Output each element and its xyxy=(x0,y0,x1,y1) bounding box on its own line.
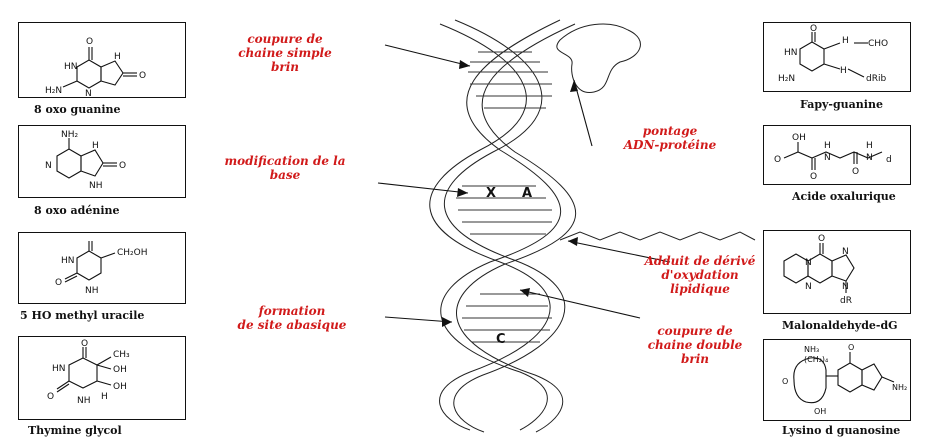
dna-strand-front xyxy=(430,24,550,430)
annotation-line: base xyxy=(190,168,380,182)
protein-blob xyxy=(557,24,641,93)
annotation-line: modification de la xyxy=(190,154,380,168)
arrow-modification-base xyxy=(378,183,468,193)
lipid-chain xyxy=(560,232,755,240)
annotation-line: ADN-protéine xyxy=(610,138,730,152)
annotation-site-abasique: formation de site abasique xyxy=(202,304,382,332)
annotation-line: brin xyxy=(620,352,770,366)
annotation-modification-base: modification de la base xyxy=(190,154,380,182)
annotation-line: coupure de xyxy=(620,324,770,338)
base-pair-rungs xyxy=(456,52,552,342)
annotation-line: formation xyxy=(202,304,382,318)
arrow-coupure-simple xyxy=(385,45,470,66)
annotation-line: Adduit de dérivé xyxy=(630,254,770,268)
helix-label-a: A xyxy=(522,186,532,201)
helix-label-x: X xyxy=(486,186,496,201)
annotation-coupure-double-brin: coupure de chaine double brin xyxy=(620,324,770,366)
annotation-line: coupure de xyxy=(200,32,370,46)
annotation-line: chaine double xyxy=(620,338,770,352)
annotation-pontage-adn-proteine: pontage ADN-protéine xyxy=(610,124,730,152)
arrow-coupure-double xyxy=(520,290,640,318)
annotation-line: brin xyxy=(200,60,370,74)
annotation-adduit-lipidique: Adduit de dérivé d'oxydation lipidique xyxy=(630,254,770,296)
annotation-line: chaine simple xyxy=(200,46,370,60)
annotation-line: d'oxydation xyxy=(630,268,770,282)
annotation-line: lipidique xyxy=(630,282,770,296)
annotation-coupure-simple-brin: coupure de chaine simple brin xyxy=(200,32,370,74)
annotation-line: de site abasique xyxy=(202,318,382,332)
helix-label-c: C xyxy=(496,332,506,347)
annotation-line: pontage xyxy=(610,124,730,138)
dna-strand-front-edge xyxy=(444,20,564,432)
